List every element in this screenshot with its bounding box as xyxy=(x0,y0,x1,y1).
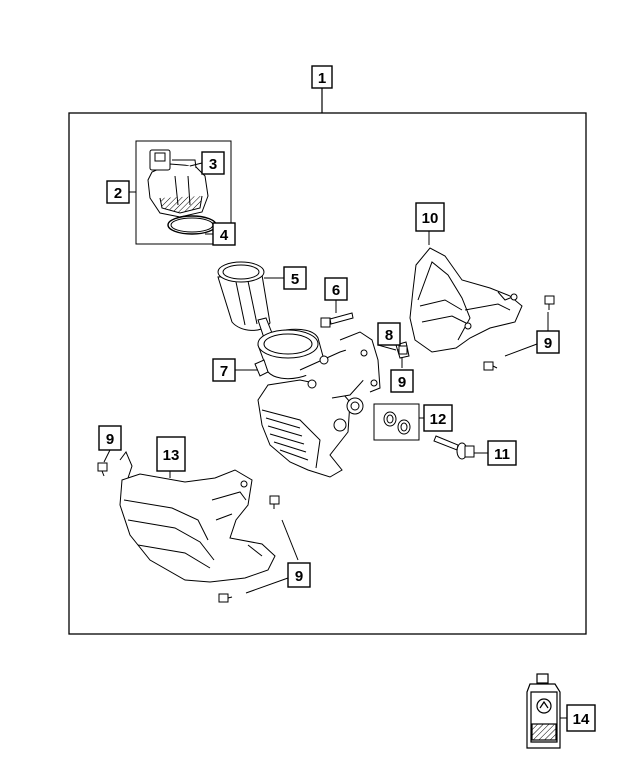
heat-shield-lower xyxy=(119,451,276,583)
callout-8-box xyxy=(377,322,401,346)
callout-boxes xyxy=(98,65,596,732)
callout-2-label: 2 xyxy=(114,185,122,202)
o-ring xyxy=(167,215,217,235)
callout-9c-box xyxy=(98,425,122,451)
oil-filter-housing xyxy=(254,328,381,478)
callout-11-box xyxy=(487,440,517,466)
callout-9d-leader-2 xyxy=(245,577,289,594)
callout-10-box xyxy=(415,202,445,232)
callout-4-label: 4 xyxy=(220,227,229,244)
callout-9d-leader-1 xyxy=(281,519,299,561)
callout-9d-label: 9 xyxy=(295,568,303,585)
callout-10-label: 10 xyxy=(422,210,439,227)
callout-14-box xyxy=(566,704,596,732)
callout-11-label: 11 xyxy=(494,446,510,463)
callout-12-box xyxy=(423,404,453,432)
seals-12 xyxy=(383,411,411,435)
oil-filter-cap xyxy=(147,149,209,218)
assembly-frame xyxy=(68,112,587,635)
bolt-11 xyxy=(433,435,475,460)
callout-5-box xyxy=(283,266,307,290)
callout-5-label: 5 xyxy=(291,271,299,288)
callout-13-label: 13 xyxy=(163,447,180,464)
bolt-9-right-top xyxy=(544,295,555,310)
bolt-9-left xyxy=(97,462,108,477)
callout-8-leader xyxy=(377,344,397,351)
bolt-9-center xyxy=(398,345,408,355)
seal-box xyxy=(373,403,420,441)
callout-1-box xyxy=(311,65,333,89)
callout-7-box xyxy=(212,358,236,382)
filter-element xyxy=(217,261,273,339)
heat-shield-upper xyxy=(409,247,523,353)
bolt-9-lower-1 xyxy=(269,495,280,509)
bolt-9-right-bottom xyxy=(483,361,498,371)
callout-3-leader xyxy=(189,162,203,167)
callout-6-box xyxy=(324,277,348,301)
bolt-9-lower-2 xyxy=(218,593,233,603)
bolt-6 xyxy=(320,312,354,328)
callout-4-box xyxy=(212,222,236,246)
callout-3-box xyxy=(201,151,225,175)
callout-14-label: 14 xyxy=(573,711,590,728)
callout-7-label: 7 xyxy=(220,363,228,380)
oil-bottle xyxy=(526,673,561,749)
callout-2-box xyxy=(106,180,130,204)
callout-6-label: 6 xyxy=(332,282,340,299)
callout-12-label: 12 xyxy=(430,411,447,428)
callout-8-label: 8 xyxy=(385,327,393,344)
callout-1-label: 1 xyxy=(318,70,326,87)
callout-9c-leader xyxy=(103,449,111,463)
callout-9b-label: 9 xyxy=(398,374,406,391)
callout-9a-box xyxy=(536,330,560,354)
callout-13-box xyxy=(156,436,186,472)
callout-9a-label: 9 xyxy=(544,335,552,352)
callout-9d-box xyxy=(287,562,311,588)
callout-9a-leader-2 xyxy=(504,343,538,357)
callout-3-label: 3 xyxy=(209,156,217,173)
callout-9c-label: 9 xyxy=(106,431,114,448)
callout-9b-box xyxy=(390,369,414,393)
